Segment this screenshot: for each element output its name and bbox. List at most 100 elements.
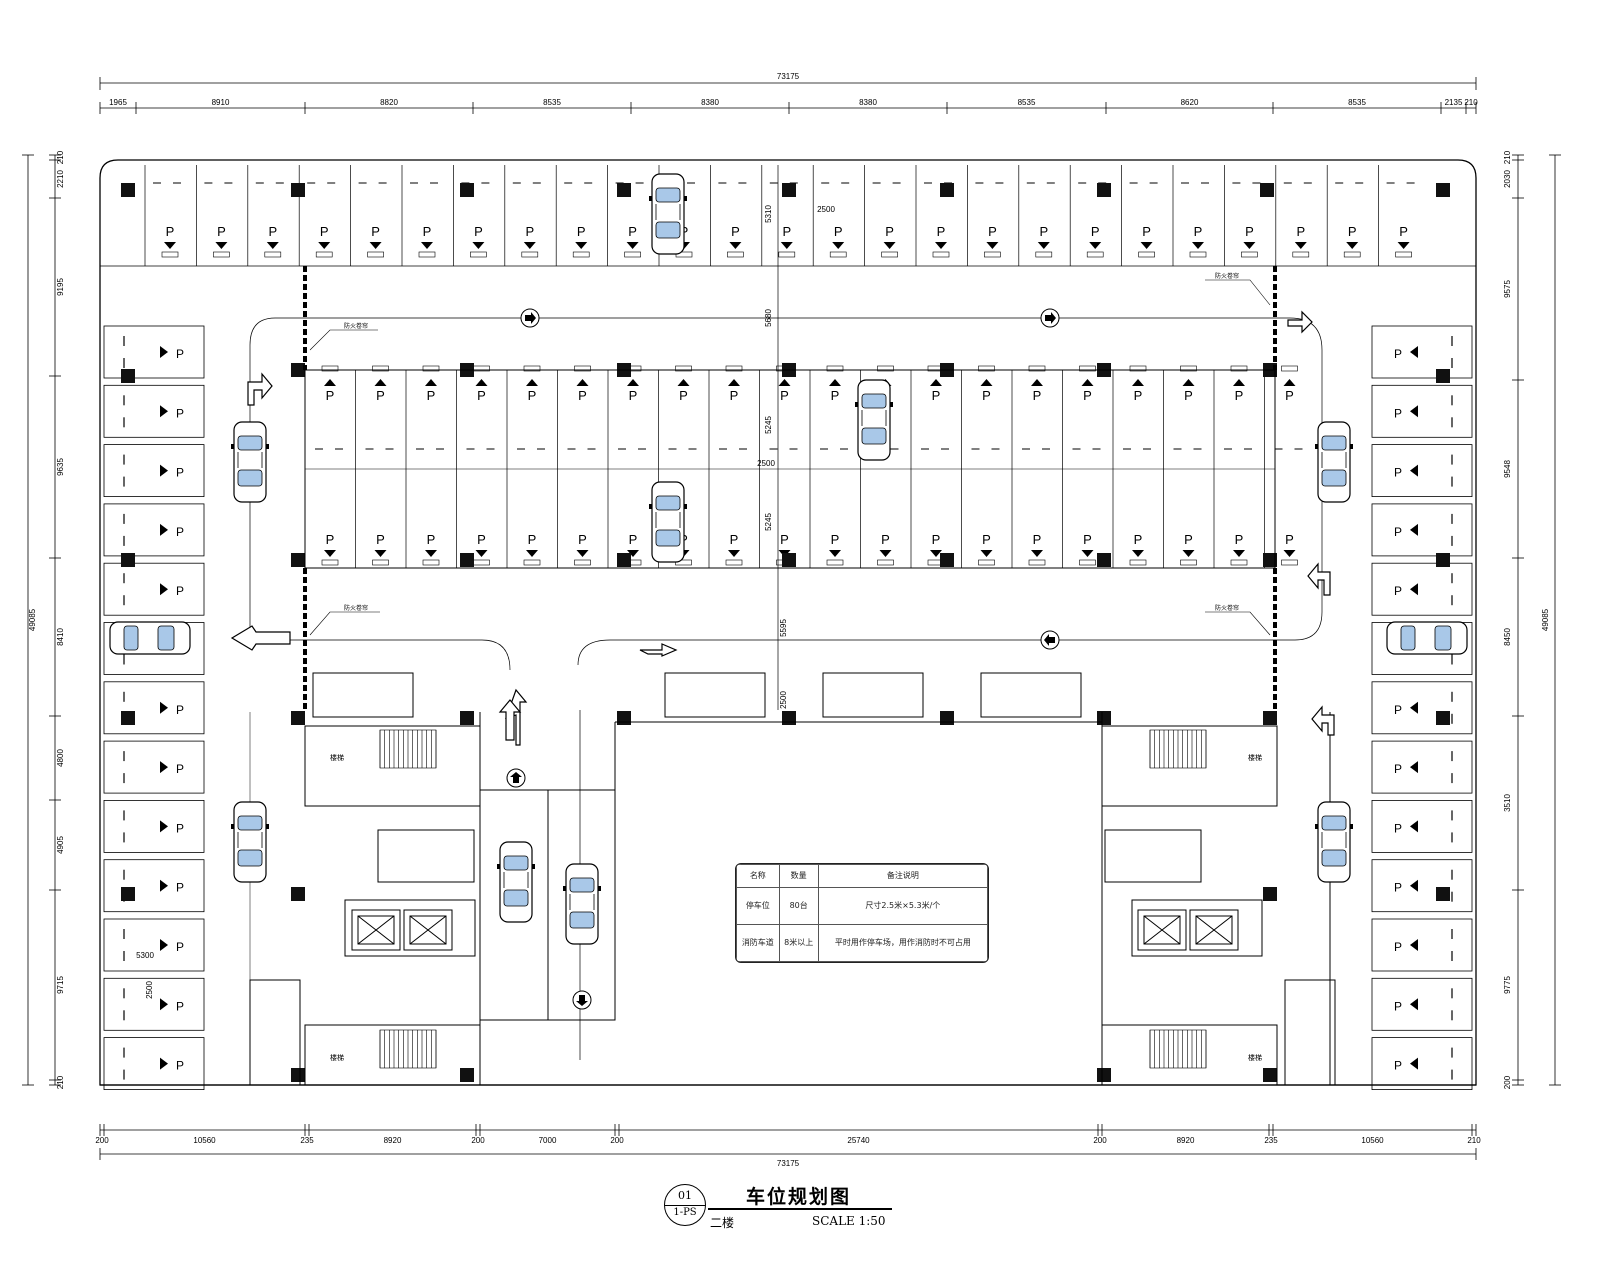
- direction-arrow-icon: [1040, 308, 1060, 328]
- side-parking-rows: P P P P P P P P P P P P P P P P P P P P P P P P P P: [103, 325, 1473, 1090]
- svg-text:P: P: [780, 388, 789, 403]
- parking-p-icon: P: [176, 584, 184, 598]
- dimension-lines: [22, 77, 1561, 1160]
- svg-text:P: P: [326, 388, 335, 403]
- column: [121, 369, 135, 383]
- parking-p-icon: P: [264, 224, 282, 258]
- parking-p-icon: P: [1394, 406, 1402, 420]
- parking-p-icon: P: [574, 365, 591, 403]
- dimension-label: 9195: [56, 278, 65, 296]
- svg-text:P: P: [831, 532, 840, 547]
- svg-text:P: P: [1245, 224, 1254, 239]
- svg-text:P: P: [679, 388, 688, 403]
- svg-text:防火卷帘: 防火卷帘: [1215, 604, 1239, 612]
- svg-text:P: P: [629, 388, 638, 403]
- svg-text:P: P: [474, 224, 483, 239]
- dimension-label: 2030: [1503, 170, 1512, 188]
- parking-p-icon: P: [1086, 224, 1104, 258]
- dimension-label: 235: [300, 1136, 314, 1145]
- fire-shutter-leaders: [309, 279, 1271, 636]
- column: [1097, 183, 1111, 197]
- column: [1097, 553, 1111, 567]
- svg-text:防火卷帘: 防火卷帘: [1215, 272, 1239, 280]
- direction-arrow-icon: [520, 308, 540, 328]
- column: [1097, 1068, 1111, 1082]
- dimension-label: 200: [95, 1136, 109, 1145]
- parking-p-icon: P: [574, 532, 591, 566]
- parking-p-icon: P: [624, 224, 641, 258]
- parking-p-icon: P: [176, 762, 184, 776]
- svg-text:P: P: [1083, 532, 1092, 547]
- dimension-label: 8410: [56, 628, 65, 646]
- legend-cell: 消防车道: [736, 924, 780, 962]
- legend-header-name: 名称: [736, 864, 780, 888]
- svg-text:P: P: [1039, 224, 1048, 239]
- svg-text:P: P: [1235, 388, 1244, 403]
- parking-p-icon: P: [1394, 762, 1402, 776]
- turn-arrow-icon: [498, 699, 522, 741]
- parking-p-icon: P: [725, 365, 743, 403]
- parking-p-icon: P: [1281, 532, 1298, 566]
- dimension-label: 9715: [56, 976, 65, 994]
- parking-p-icon: P: [176, 466, 184, 480]
- column: [1263, 711, 1277, 725]
- parking-p-icon: P: [1394, 347, 1402, 361]
- parking-p-icon: P: [572, 224, 590, 258]
- svg-text:P: P: [831, 388, 840, 403]
- svg-text:P: P: [1235, 532, 1244, 547]
- column: [940, 183, 954, 197]
- legend-row: 停车位 80台 尺寸2.5米×5.3米/个: [736, 887, 988, 925]
- svg-text:P: P: [217, 224, 226, 239]
- svg-text:P: P: [268, 224, 277, 239]
- turn-arrow-icon: [639, 643, 678, 657]
- drawing-title: 车位规划图: [746, 1186, 852, 1208]
- inner-dimension-label: 5680: [764, 309, 773, 327]
- legend-cell: 停车位: [736, 887, 780, 925]
- svg-text:P: P: [1134, 532, 1143, 547]
- parking-p-icon: P: [473, 532, 490, 566]
- svg-text:P: P: [628, 224, 637, 239]
- parking-p-icon: P: [521, 224, 539, 258]
- dimension-label: 9575: [1503, 280, 1512, 298]
- svg-text:P: P: [730, 388, 739, 403]
- svg-text:P: P: [932, 388, 941, 403]
- turn-arrow-icon: [230, 625, 291, 651]
- direction-arrow-icon: [506, 768, 526, 788]
- parking-p-icon: P: [176, 525, 184, 539]
- inner-dimension-label: 2500: [779, 691, 788, 709]
- dimension-label: 2210: [56, 170, 65, 188]
- parking-p-icon: P: [1129, 365, 1147, 403]
- dimension-label: 9635: [56, 458, 65, 476]
- parking-p-icon: P: [829, 224, 847, 258]
- svg-text:P: P: [629, 532, 638, 547]
- column: [1436, 369, 1450, 383]
- dimension-label: 8620: [1181, 98, 1199, 107]
- dimension-label: 200: [1093, 1136, 1107, 1145]
- parking-p-icon: P: [1129, 532, 1147, 566]
- parking-p-icon: P: [418, 224, 436, 258]
- svg-text:P: P: [1184, 388, 1193, 403]
- column: [291, 711, 305, 725]
- dimension-label: 8380: [859, 98, 877, 107]
- svg-text:P: P: [1033, 388, 1042, 403]
- column: [1263, 553, 1277, 567]
- parking-p-icon: P: [1241, 224, 1258, 258]
- title-block: 01 1-PS 车位规划图 二楼 SCALE 1:50: [660, 1180, 900, 1250]
- parking-p-icon: P: [176, 999, 184, 1013]
- dimension-label: 200: [1503, 1075, 1512, 1089]
- parking-p-icon: P: [1138, 224, 1155, 258]
- parking-p-icon: P: [1281, 365, 1298, 403]
- svg-text:P: P: [982, 532, 991, 547]
- parking-p-icon: P: [978, 532, 995, 566]
- svg-text:P: P: [1142, 224, 1151, 239]
- dimension-total: 49085: [28, 608, 37, 631]
- parking-p-icon: P: [727, 224, 744, 258]
- legend-cell: 80台: [778, 887, 819, 925]
- column: [782, 711, 796, 725]
- inner-dimension-label: 2500: [817, 205, 835, 214]
- inner-dimension-label: 5245: [764, 416, 773, 434]
- turn-arrow-icon: [1311, 705, 1335, 736]
- legend-cell: 尺寸2.5米×5.3米/个: [817, 887, 988, 925]
- dimension-label: 235: [1264, 1136, 1278, 1145]
- parking-p-icon: P: [1394, 881, 1402, 895]
